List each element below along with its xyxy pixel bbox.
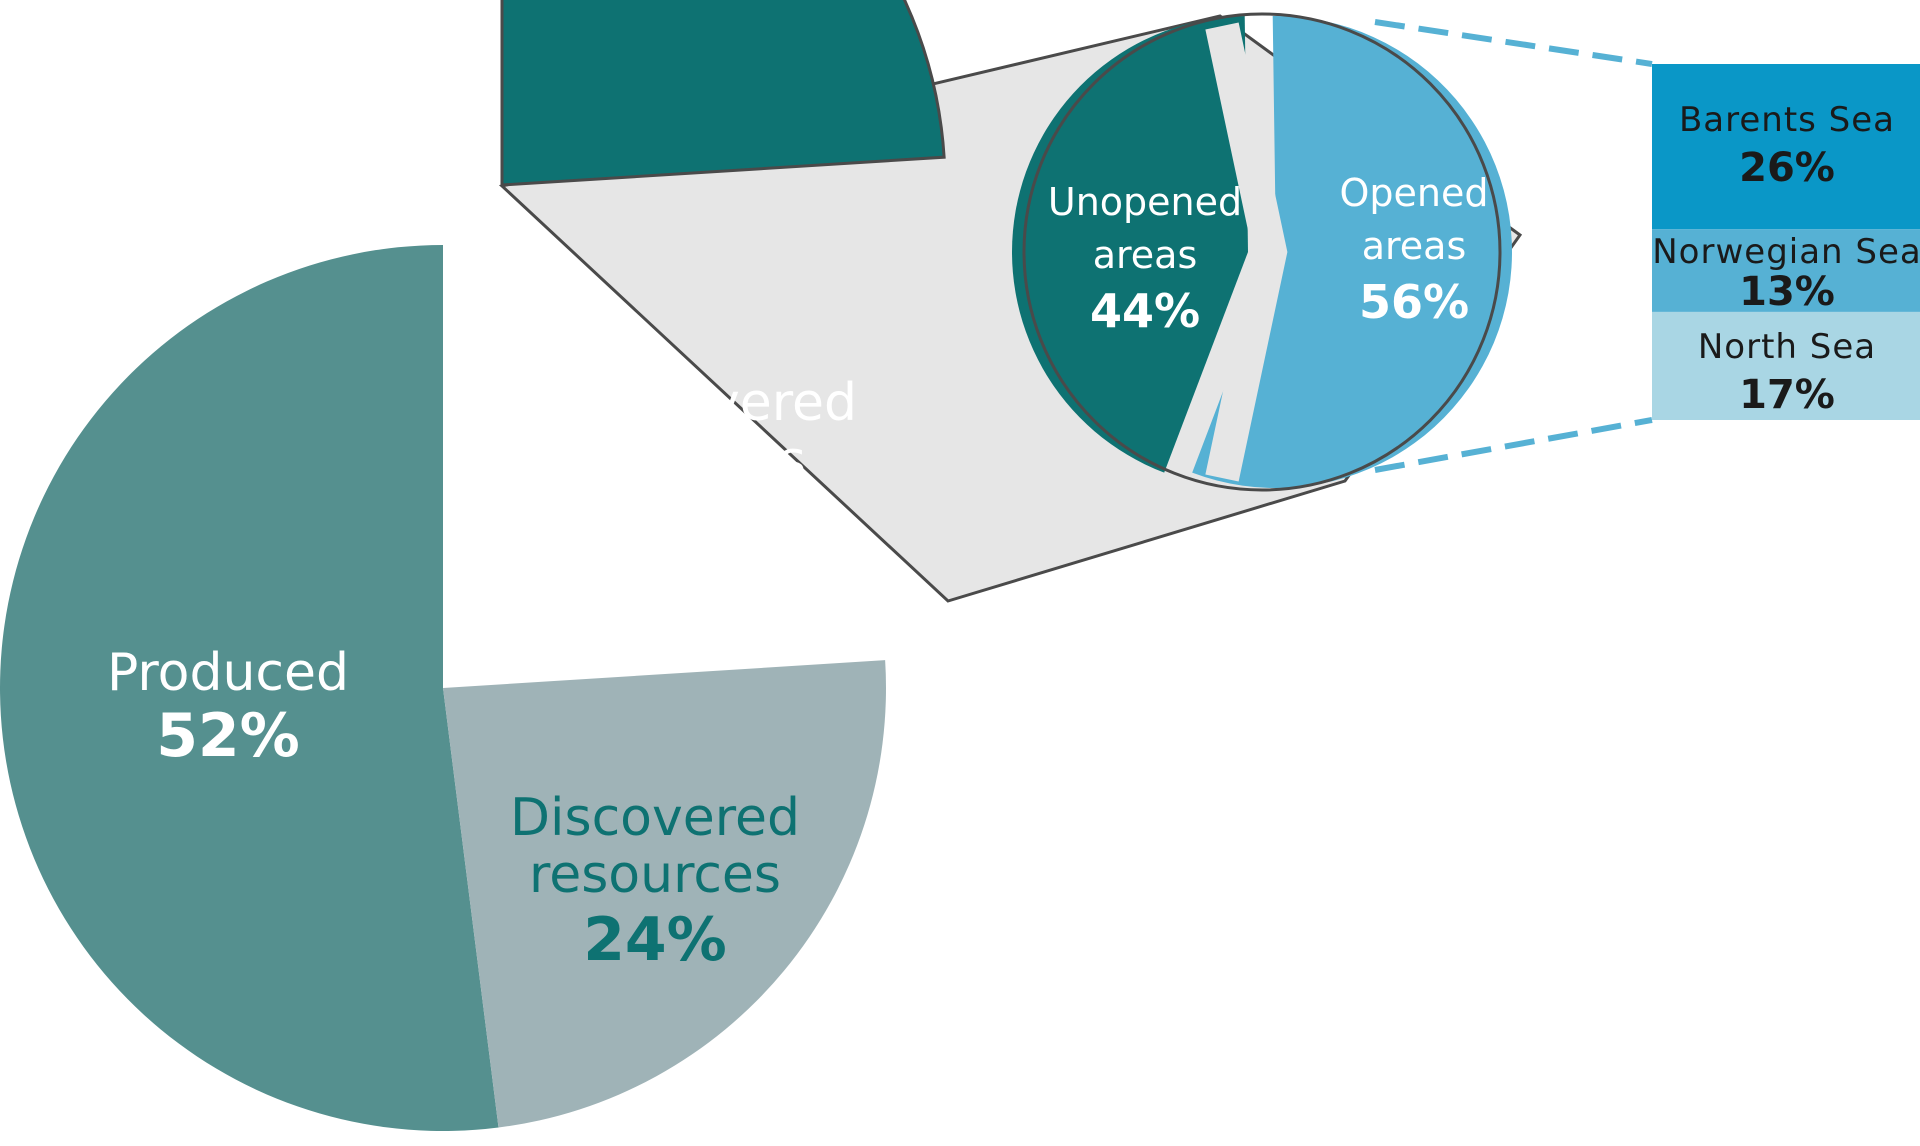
slice-label-produced: Produced (107, 643, 349, 703)
slice-label-undiscovered-1: Undiscovered (503, 373, 857, 433)
opened-unopened-pie (1011, 12, 1512, 492)
bar-label-barents: Barents Sea (1679, 100, 1895, 140)
bar-segment-north (1652, 311, 1920, 420)
bar-segment-norwegian (1652, 229, 1920, 312)
slice-label-undiscovered-2: resources (554, 431, 806, 491)
bar-value-norwegian: 13% (1739, 269, 1835, 315)
slice-label-unopened-2: areas (1093, 233, 1198, 277)
slice-label-discovered-1: Discovered (510, 788, 800, 848)
main-pie (0, 0, 946, 1131)
bar-segment-barents (1652, 64, 1920, 230)
slice-label-opened-2: areas (1362, 224, 1467, 268)
small-pie-outline (1022, 12, 1502, 492)
slice-value-unopened: 44% (1090, 284, 1200, 338)
slice-label-unopened-1: Unopened (1048, 180, 1242, 224)
slice-value-undiscovered: 24% (608, 491, 752, 561)
slice-value-discovered: 24% (583, 905, 727, 975)
slice-value-produced: 52% (156, 701, 300, 771)
slice-label-opened-1: Opened (1340, 171, 1489, 215)
slice-produced (0, 245, 499, 1131)
dashed-connector-top (1374, 19, 1653, 67)
slice-undiscovered (500, 0, 946, 187)
slice-label-discovered-2: resources (529, 845, 781, 905)
slice-unopened (1011, 16, 1248, 473)
slice-discovered (443, 660, 886, 1128)
bar-value-north: 17% (1739, 372, 1835, 418)
bar-label-north: North Sea (1698, 327, 1876, 367)
bar-label-norwegian: Norwegian Sea (1652, 232, 1920, 272)
slice-opened (1192, 16, 1512, 489)
dashed-connector-bottom (1374, 417, 1653, 473)
bar-value-barents: 26% (1739, 145, 1835, 191)
slice-value-opened: 56% (1359, 275, 1469, 329)
opened-areas-stacked-bar (1652, 64, 1920, 420)
slice-separator-chevron (1205, 22, 1288, 482)
